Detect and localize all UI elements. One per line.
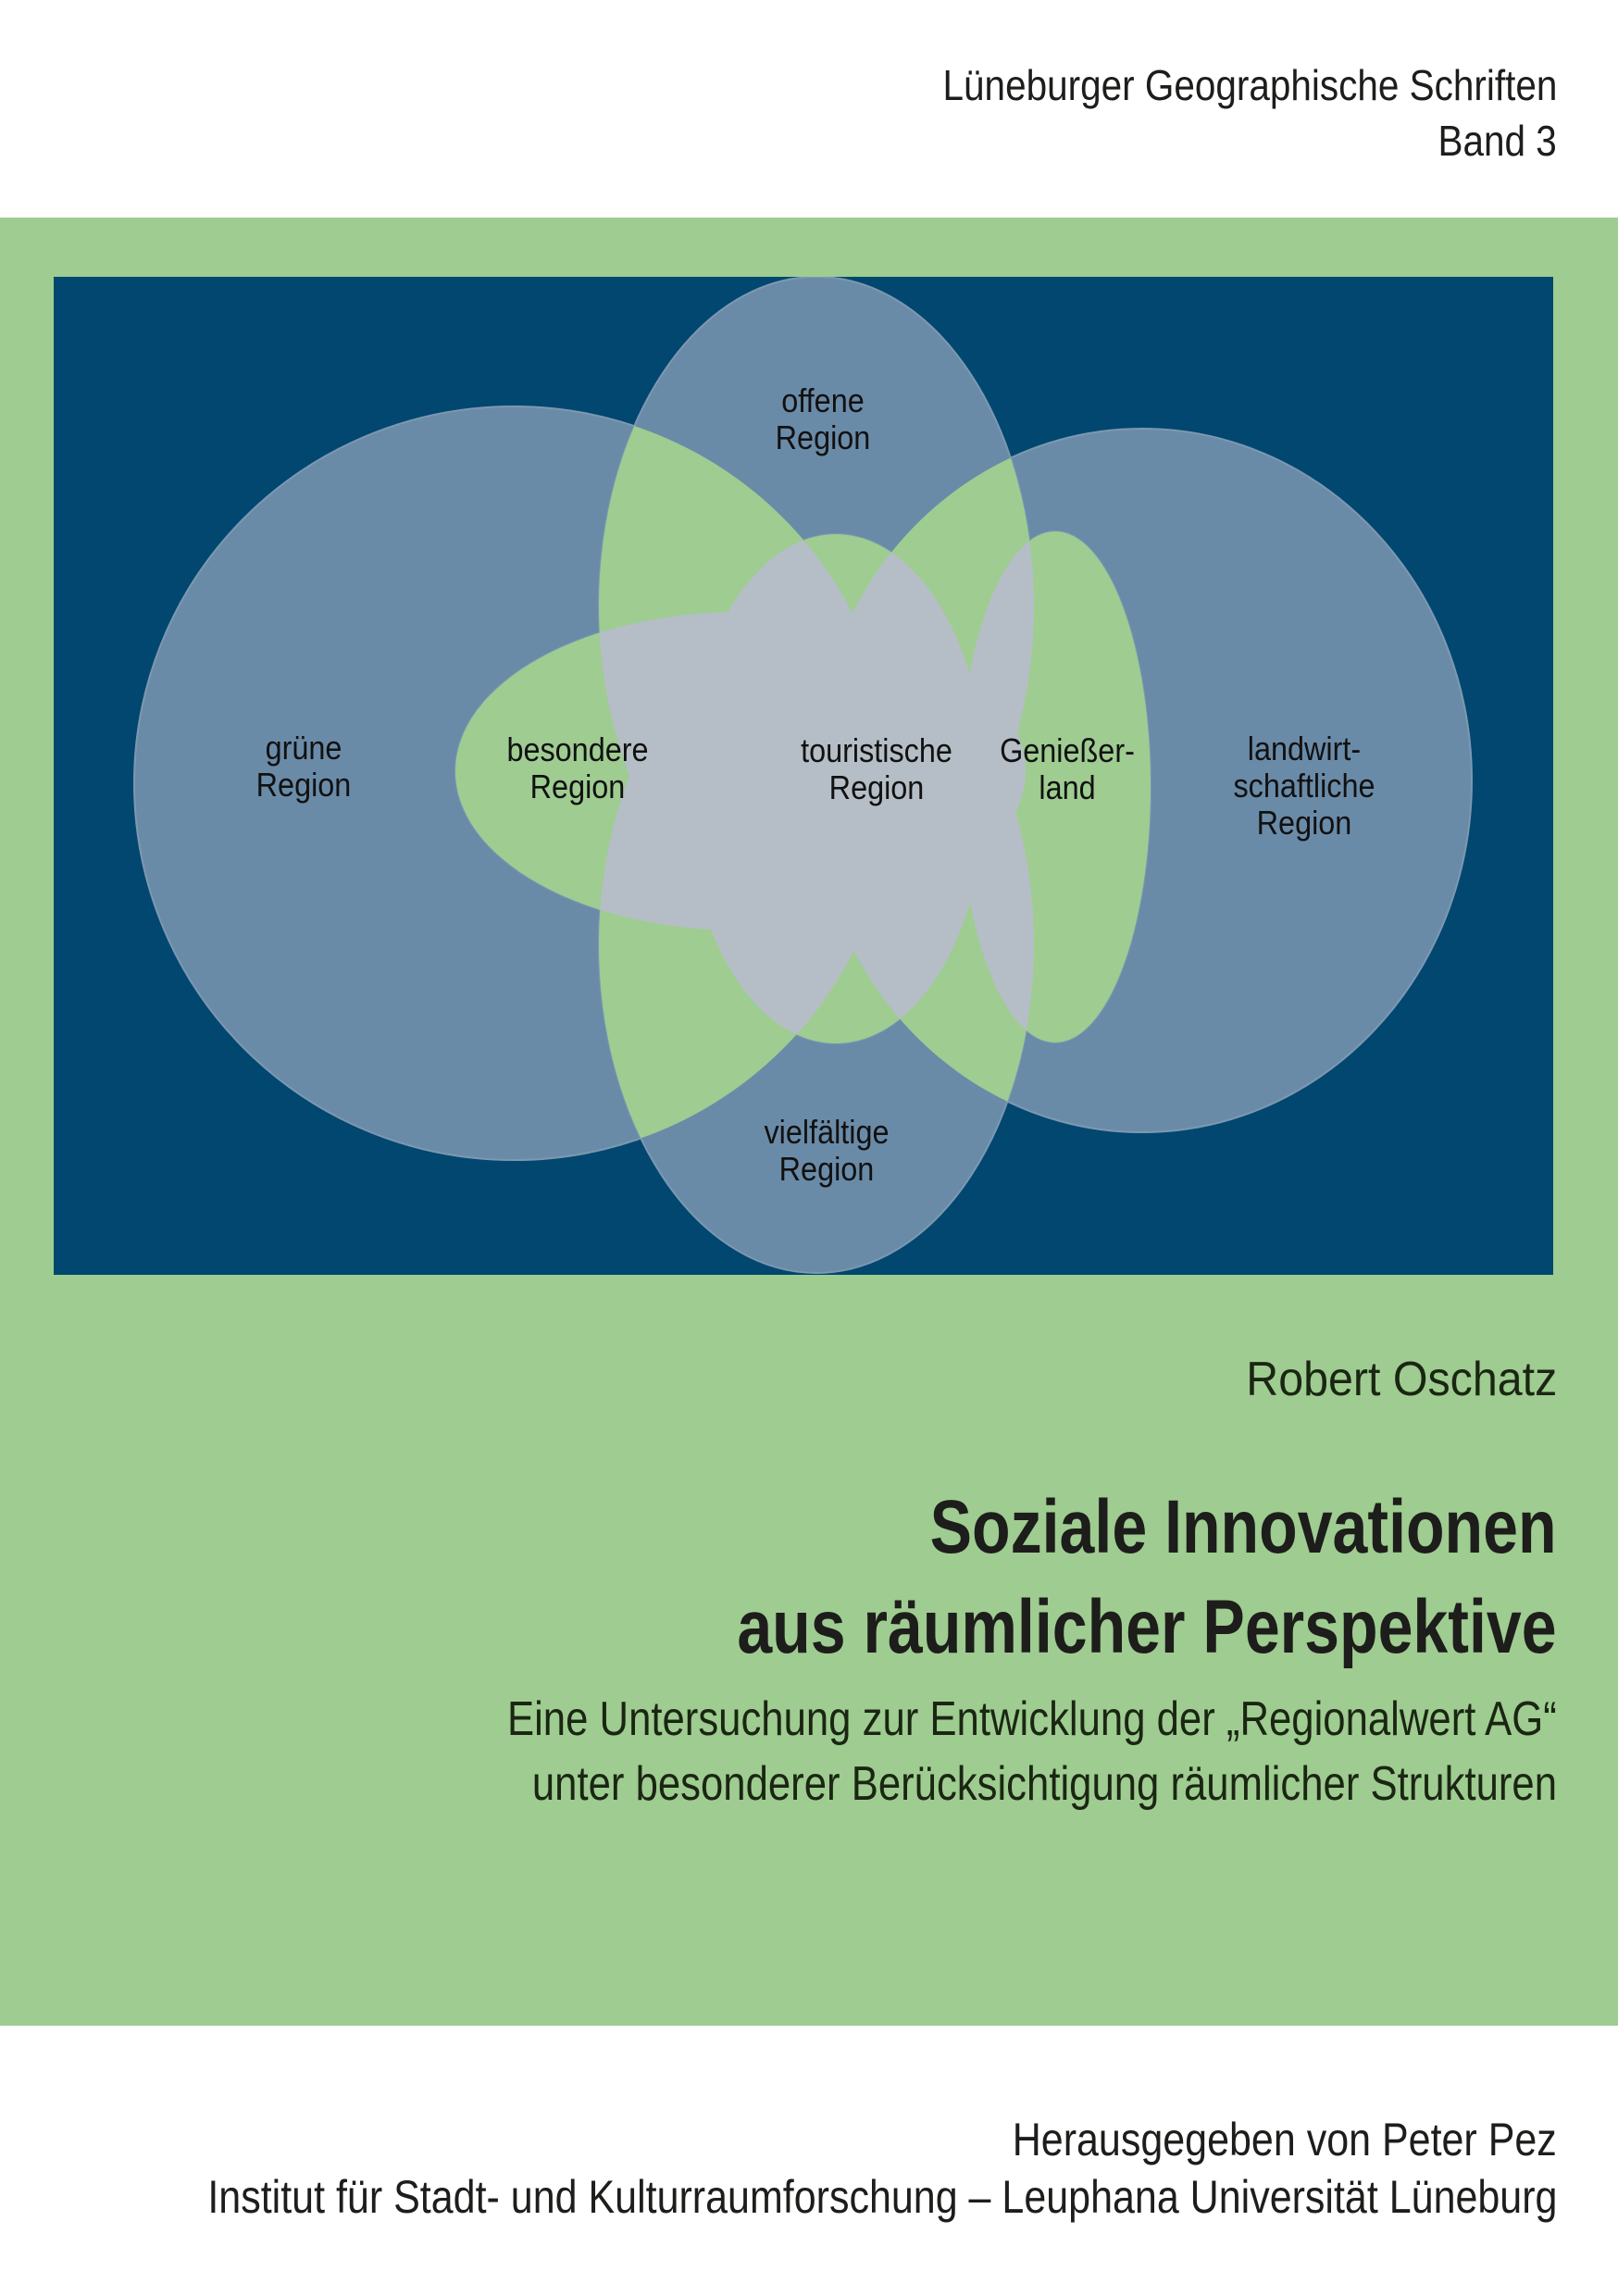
series-name: Lüneburger Geographische Schriften xyxy=(942,61,1557,109)
book-subtitle: Eine Untersuchung zur Entwicklung der „R… xyxy=(307,1687,1557,1816)
subtitle-line-2: unter besonderer Berücksichtigung räumli… xyxy=(531,1757,1557,1811)
title-line-2: aus räumlicher Perspektive xyxy=(737,1585,1557,1669)
publisher-footer: Herausgegeben von Peter Pez Institut für… xyxy=(0,2111,1557,2226)
title-line-1: Soziale Innovationen xyxy=(930,1485,1557,1569)
label-geniesserland: Genießer-land xyxy=(1000,732,1135,806)
subtitle-line-1: Eine Untersuchung zur Entwicklung der „R… xyxy=(507,1692,1557,1746)
author-name: Robert Oschatz xyxy=(1246,1353,1557,1406)
series-volume: Band 3 xyxy=(1438,117,1557,165)
region-multi-overlap-layer xyxy=(599,429,1034,1132)
editor-line: Herausgegeben von Peter Pez xyxy=(1012,2114,1557,2165)
book-title: Soziale Innovationen aus räumlicher Pers… xyxy=(569,1478,1557,1678)
series-header: Lüneburger Geographische Schriften Band … xyxy=(859,57,1557,168)
institute-line: Institut für Stadt- und Kulturraumforsch… xyxy=(206,2171,1557,2223)
